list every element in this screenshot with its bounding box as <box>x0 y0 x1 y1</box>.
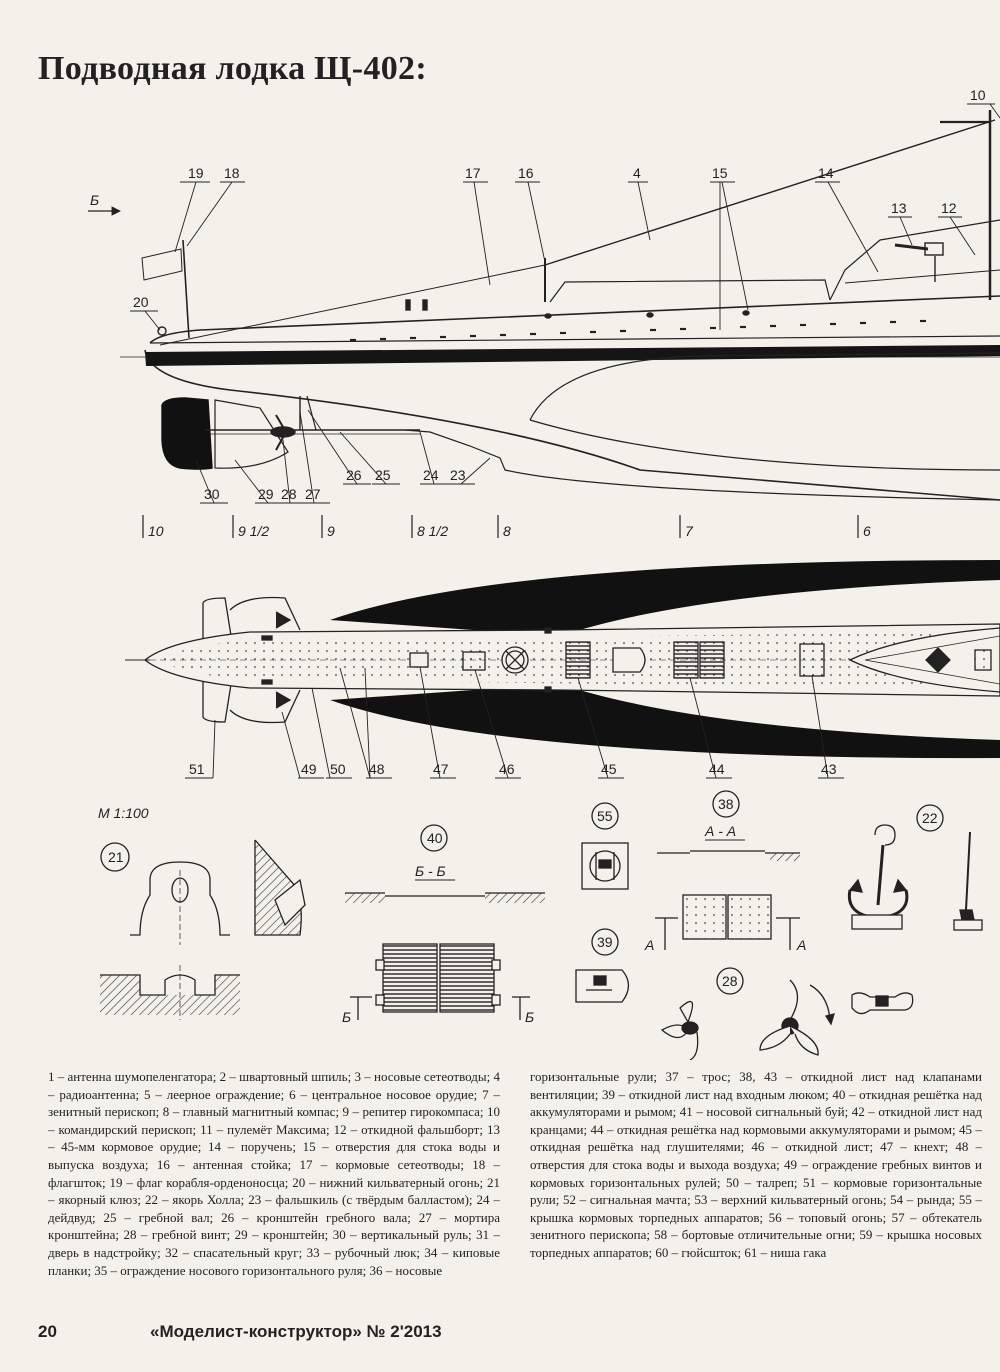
detail-39-label: 39 <box>597 934 613 950</box>
section-a-mark-right: А <box>796 937 806 953</box>
callout-23: 23 <box>450 467 466 483</box>
callout-19: 19 <box>188 165 204 181</box>
callout-20: 20 <box>133 294 149 310</box>
frame-9: 9 <box>327 523 335 539</box>
magazine-issue: «Моделист-конструктор» № 2'2013 <box>150 1322 442 1341</box>
callout-47: 47 <box>433 761 449 777</box>
detail-55-label: 55 <box>597 808 613 824</box>
callout-10: 10 <box>970 87 986 103</box>
callout-45: 45 <box>601 761 617 777</box>
plan-leaders <box>185 666 844 779</box>
detail-21-label: 21 <box>108 849 124 865</box>
detail-39 <box>575 928 630 1003</box>
callout-27: 27 <box>305 486 321 502</box>
detail-22 <box>847 804 983 931</box>
callout-25: 25 <box>375 467 391 483</box>
submarine-drawing: 19 18 17 16 4 15 14 13 12 10 20 30 29 28… <box>88 87 1000 1060</box>
callout-48: 48 <box>369 761 385 777</box>
callout-30: 30 <box>204 486 220 502</box>
detail-28 <box>660 967 914 1060</box>
callout-44: 44 <box>709 761 725 777</box>
frame-9-1-2: 9 1/2 <box>238 523 269 539</box>
section-b-mark-left: Б <box>342 1009 351 1025</box>
callout-17: 17 <box>465 165 481 181</box>
callout-4: 4 <box>633 165 641 181</box>
callout-46: 46 <box>499 761 515 777</box>
frame-marks <box>142 515 859 538</box>
frame-8-1-2: 8 1/2 <box>417 523 448 539</box>
callout-14: 14 <box>818 165 834 181</box>
frame-labels: 10 9 1/2 9 8 1/2 8 7 6 <box>148 523 871 539</box>
detail-21 <box>100 839 306 1020</box>
callout-18: 18 <box>224 165 240 181</box>
profile-leaders <box>88 103 1000 504</box>
callout-50: 50 <box>330 761 346 777</box>
legend-left-column: 1 – антенна шумопеленгатора; 2 – швартов… <box>48 1069 500 1278</box>
section-b-b: Б - Б <box>415 863 446 879</box>
detail-40-label: 40 <box>427 830 443 846</box>
section-b-mark-right: Б <box>525 1009 534 1025</box>
callout-26: 26 <box>346 467 362 483</box>
legend-right-column: горизонтальные рули; 37 – трос; 38, 43 –… <box>530 1069 982 1260</box>
plan-view <box>125 560 1000 759</box>
detail-40 <box>345 824 545 1020</box>
frame-6: 6 <box>863 523 871 539</box>
frame-10: 10 <box>148 523 164 539</box>
profile-callout-labels: 19 18 17 16 4 15 14 13 12 10 20 30 29 28… <box>90 87 986 502</box>
callout-28: 28 <box>281 486 297 502</box>
section-a-a: А - А <box>704 823 736 839</box>
callout-13: 13 <box>891 200 907 216</box>
page-title: Подводная лодка Щ-402: <box>38 50 427 87</box>
callout-16: 16 <box>518 165 534 181</box>
callout-49: 49 <box>301 761 317 777</box>
plan-callout-labels: 51 49 50 48 47 46 45 44 43 <box>189 761 837 777</box>
side-profile <box>120 110 1000 501</box>
callout-24: 24 <box>423 467 439 483</box>
callout-12: 12 <box>941 200 957 216</box>
page-number: 20 <box>38 1322 57 1341</box>
frame-8: 8 <box>503 523 511 539</box>
view-marker-b: Б <box>90 192 99 208</box>
detail-22-label: 22 <box>922 810 938 826</box>
detail-38 <box>655 790 800 950</box>
callout-15: 15 <box>712 165 728 181</box>
detail-38-label: 38 <box>718 796 734 812</box>
detail-28-label: 28 <box>722 973 738 989</box>
detail-55 <box>581 802 629 890</box>
scale-label: М 1:100 <box>98 805 149 821</box>
section-a-mark-left: А <box>644 937 654 953</box>
callout-43: 43 <box>821 761 837 777</box>
callout-29: 29 <box>258 486 274 502</box>
frame-7: 7 <box>685 523 694 539</box>
callout-51: 51 <box>189 761 205 777</box>
